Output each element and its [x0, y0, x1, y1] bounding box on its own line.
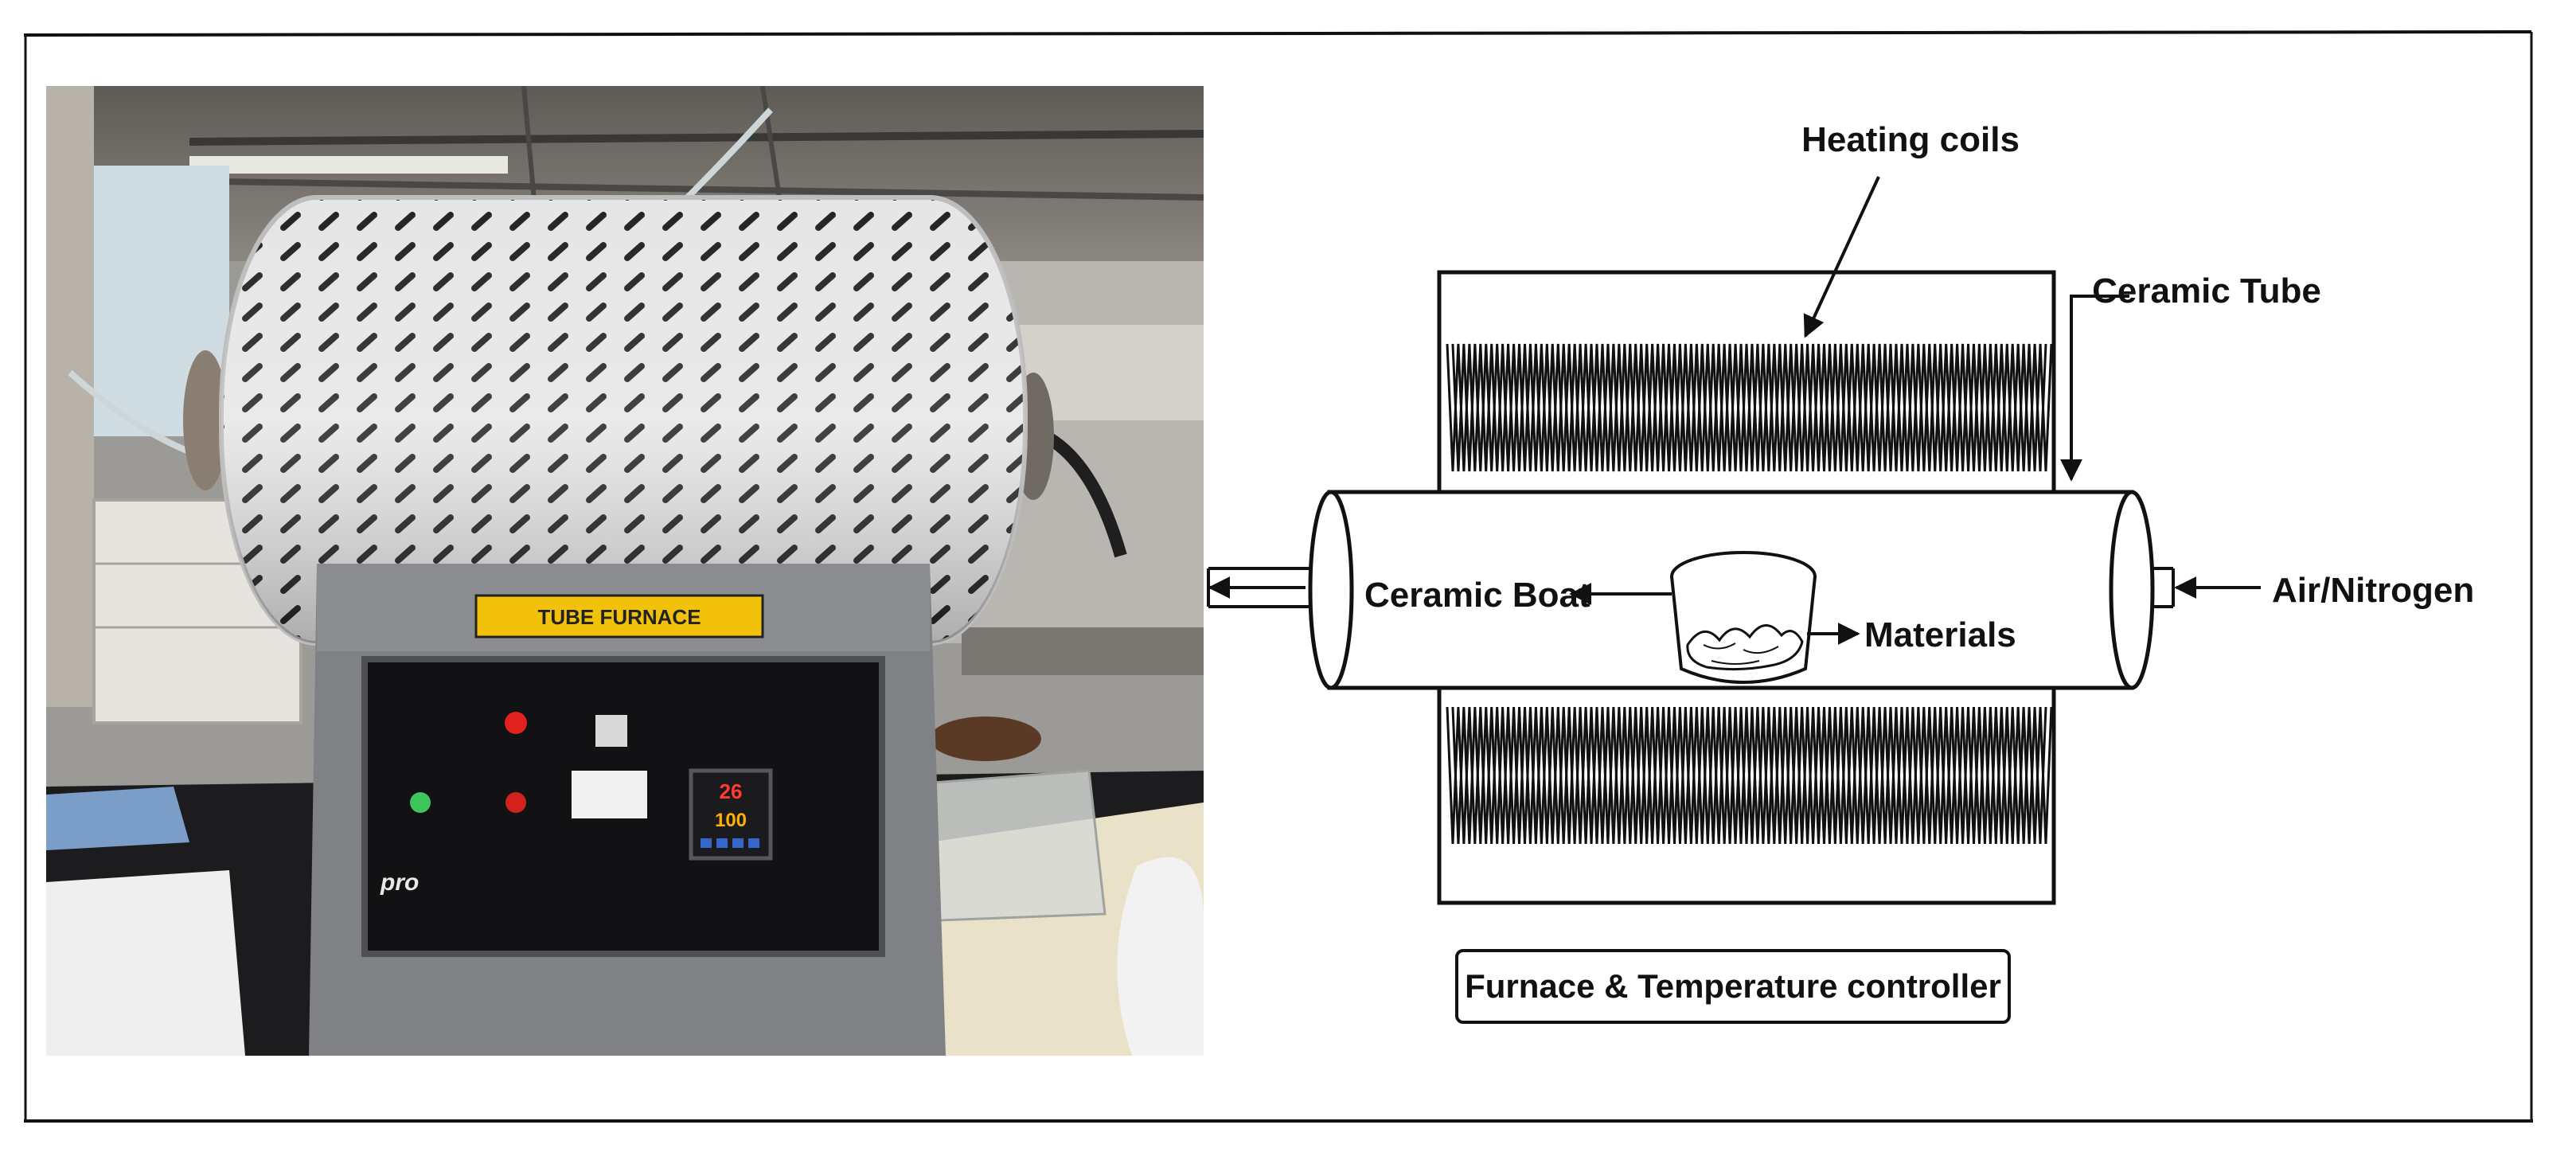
label-materials: Materials: [1864, 615, 2016, 654]
white-glove: [1117, 857, 1204, 1056]
indicator-light-red: [505, 792, 526, 813]
controller-display-top: 26: [720, 779, 743, 803]
coil-zigzag: [1451, 706, 2053, 845]
furnace-label-text: TUBE FURNACE: [537, 605, 701, 629]
ceramic-tube-left-end: [1308, 490, 1354, 690]
furnace-controller-box: [1455, 949, 2011, 1024]
heating-coils-arrow: [1803, 176, 1880, 338]
coil-zigzag: [1446, 706, 2047, 845]
label-ceramic-boat: Ceramic Boat: [1364, 576, 1590, 615]
heating-coils-bottom: [1446, 706, 2053, 845]
brand-logo: pro: [380, 869, 419, 896]
materials-sample: [1686, 624, 1804, 671]
label-furnace-controller: Furnace & Temperature controller: [1465, 967, 2001, 1005]
frame-top-border: [23, 30, 2532, 37]
ceiling-light: [189, 156, 508, 174]
label-air-nitrogen: Air/Nitrogen: [2272, 571, 2474, 610]
left-outlet-pipe: [1207, 567, 1310, 608]
heating-coils-top: [1446, 343, 2053, 472]
controller-display-bottom: 100: [715, 810, 747, 831]
label-ceramic-tube: Ceramic Tube: [2092, 271, 2321, 310]
ceramic-boat: [1670, 551, 1817, 684]
coil-zigzag: [1446, 343, 2047, 472]
indicator-light-red-top: [505, 712, 527, 734]
paper-sheet: [46, 870, 245, 1056]
furnace-photo: TUBE FURNACE 26 100 pro: [46, 86, 1204, 1056]
controller-sticker: [572, 771, 647, 818]
left-flange: [183, 350, 228, 490]
ceramic-tube-right-end: [2109, 490, 2155, 690]
indicator-light-green: [410, 792, 431, 813]
label-heating-coils: Heating coils: [1801, 120, 2020, 159]
ceramic-tube-leader: [2060, 295, 2129, 482]
blue-folder: [46, 787, 189, 850]
right-inlet-pipe: [2153, 567, 2261, 608]
coil-zigzag: [1451, 343, 2053, 472]
furnace-label-plate: [474, 594, 764, 639]
furnace-schematic: Heating coils Ceramic Tube Ceramic Boat …: [1207, 120, 2474, 1024]
